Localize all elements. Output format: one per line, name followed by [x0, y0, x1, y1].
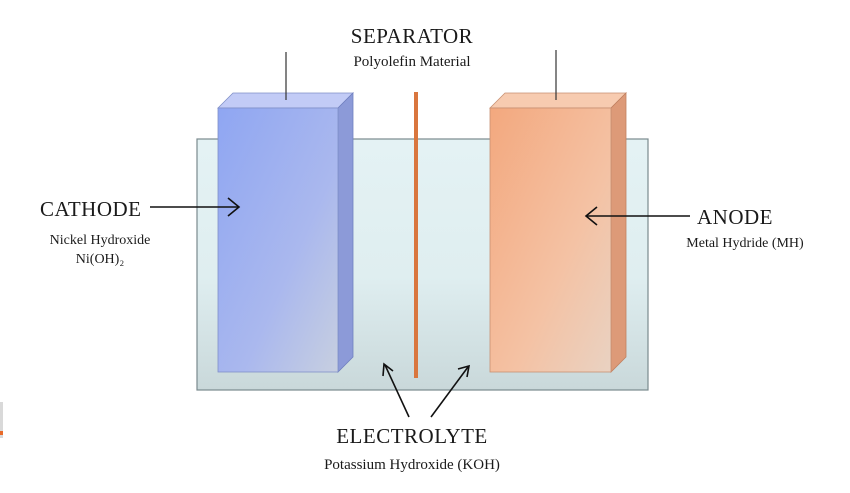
electrolyte-pointer-arrows [382, 362, 471, 418]
electrolyte-material: Potassium Hydroxide (KOH) [324, 457, 500, 473]
edge-artifact [0, 402, 3, 438]
separator-title: SEPARATOR [350, 24, 474, 48]
separator-material: Polyolefin Material [353, 54, 471, 70]
cathode-electrode [217, 92, 354, 373]
cathode-title: CATHODE [40, 197, 142, 221]
anode-pointer-arrow [584, 206, 690, 226]
edge-artifact-accent [0, 431, 3, 435]
anode-title: ANODE [697, 205, 773, 229]
anode-electrode [489, 92, 627, 373]
electrolyte-title: ELECTROLYTE [336, 424, 488, 448]
anode-material: Metal Hydride (MH) [686, 236, 804, 251]
cathode-formula: Ni(OH)₂ [75, 252, 125, 267]
cathode-pointer-arrow [150, 197, 241, 217]
cathode-material: Nickel Hydroxide [49, 233, 151, 248]
